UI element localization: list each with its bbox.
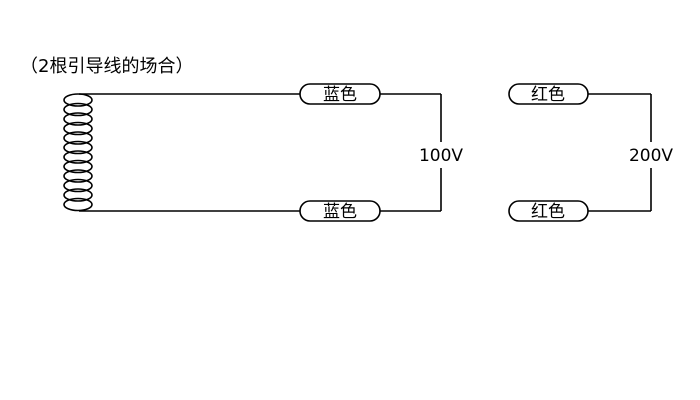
right-bottom-terminal <box>508 200 589 222</box>
diagram-caption: （2根引导线的场合） <box>20 56 193 77</box>
right-circuit <box>508 83 652 222</box>
coil-loop <box>63 121 93 136</box>
right-bottom-terminal-label: 红色 <box>531 202 565 222</box>
coil-loop <box>63 112 93 126</box>
coil-loop <box>63 197 93 212</box>
right-top-terminal-label: 红色 <box>531 85 565 105</box>
coil-loop <box>63 188 93 202</box>
left-top-terminal <box>299 83 381 105</box>
coil-loop <box>63 178 93 193</box>
left-top-terminal-label: 蓝色 <box>323 85 357 105</box>
coil-loop <box>63 131 93 145</box>
coil-loop <box>63 102 93 117</box>
coil-icon <box>63 93 93 212</box>
coil-loop <box>63 159 93 174</box>
coil-loop <box>63 140 93 155</box>
right-top-terminal <box>508 83 589 105</box>
coil-loop <box>63 150 93 164</box>
left-bottom-terminal <box>299 200 381 222</box>
coil-loop <box>63 169 93 183</box>
left-voltage-label: 100V <box>419 146 463 166</box>
right-voltage-label: 200V <box>629 146 673 166</box>
coil-loop <box>63 93 93 107</box>
left-bottom-terminal-label: 蓝色 <box>323 202 357 222</box>
left-circuit <box>63 83 442 222</box>
